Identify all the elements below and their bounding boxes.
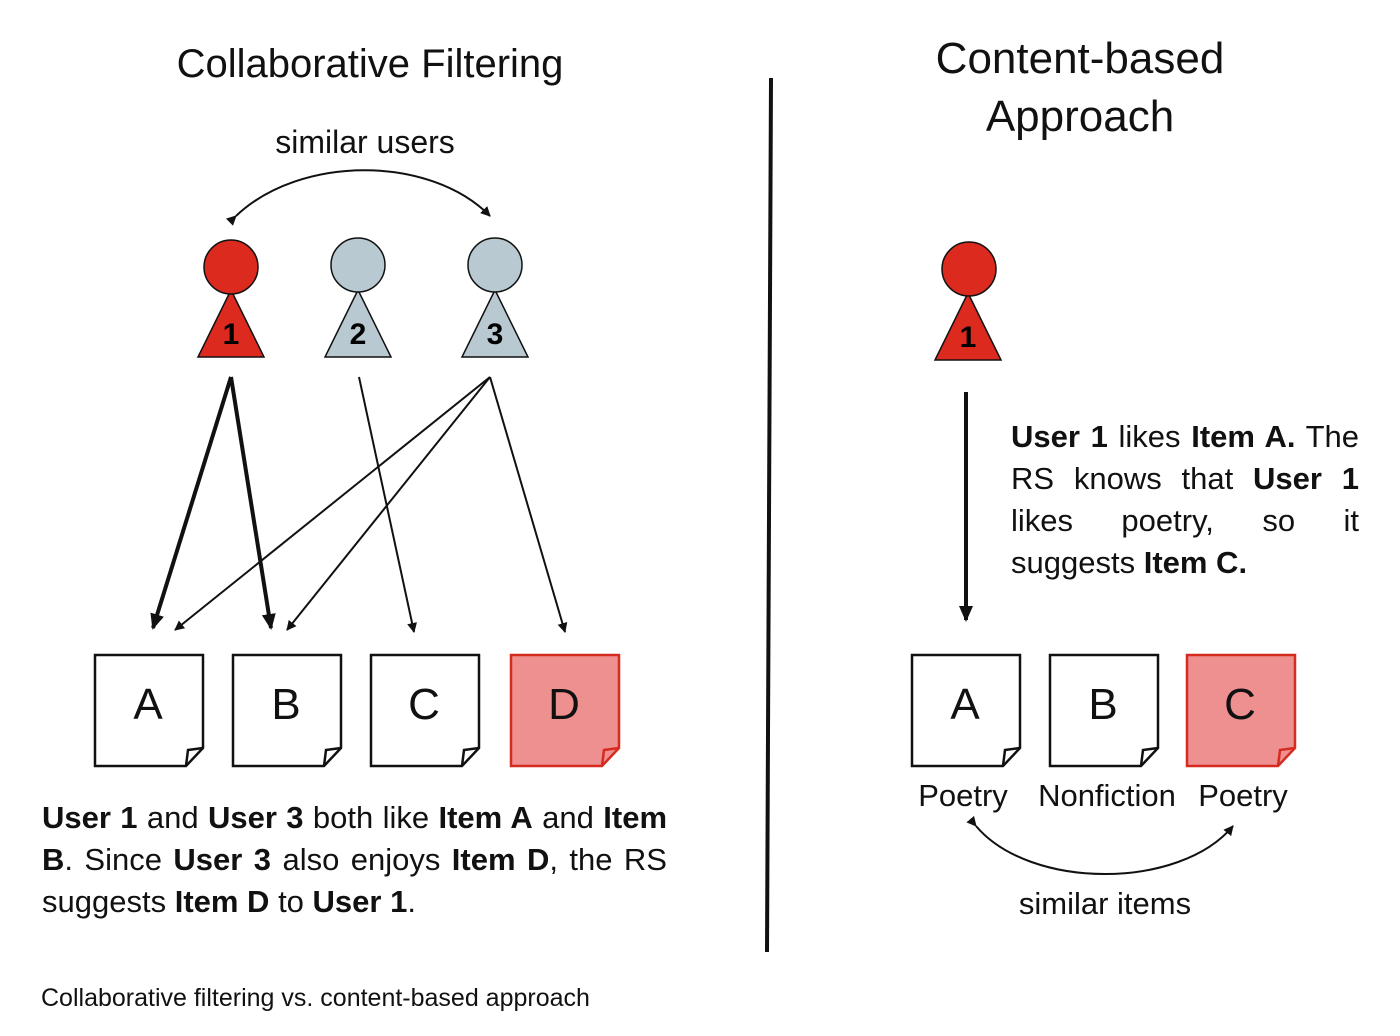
right-item-b-letter: B: [1088, 680, 1118, 729]
user-1-head: [203, 239, 259, 295]
arrow-user3-to-d: [489, 376, 568, 633]
user-1-number: 1: [223, 318, 240, 351]
right-explanation-segment: Item C.: [1143, 545, 1248, 580]
left-title: Collaborative Filtering: [176, 42, 564, 86]
right-item-b-category: Nonfiction: [1038, 778, 1176, 813]
right-user-head: [941, 241, 997, 297]
item-c-letter: C: [408, 680, 440, 729]
left-explanation-segment: also enjoys: [271, 842, 452, 877]
right-explanation-segment: The RS knows that: [1011, 419, 1359, 496]
left-explanation-segment: Item A: [438, 800, 533, 835]
item-b-letter: B: [271, 680, 301, 729]
left-explanation-segment: .: [407, 884, 416, 919]
right-item-a-doc: [910, 653, 1022, 768]
left-explanation-segment: to: [269, 884, 313, 919]
left-explanation-segment: User 3: [208, 800, 304, 835]
right-explanation-segment: likes: [1107, 419, 1192, 454]
right-explanation-segment: likes poetry, so it suggests: [1011, 503, 1359, 580]
user-2-figure: 2: [323, 237, 393, 358]
right-item-a-category: Poetry: [918, 778, 1008, 813]
user-3-figure: 3: [460, 237, 530, 358]
user-3-head: [467, 237, 523, 293]
similar-users-arc: [226, 169, 491, 226]
item-d-letter: D: [548, 680, 580, 729]
left-explanation-segment: both like: [303, 800, 439, 835]
left-explanation-segment: Item D: [174, 884, 270, 919]
right-user-1-figure: 1: [933, 241, 1003, 361]
item-d-doc: [509, 653, 621, 768]
left-explanation-segment: , the RS suggests: [42, 842, 667, 919]
left-explanation-segment: . Since: [64, 842, 174, 877]
arrow-user3-to-a: [174, 376, 491, 631]
item-c-doc: [369, 653, 481, 768]
user-1-body: [196, 288, 266, 358]
item-a-doc: [93, 653, 205, 768]
user-2-number: 2: [350, 318, 367, 351]
left-explanation-segment: and: [532, 800, 604, 835]
right-item-c-letter: C: [1224, 680, 1256, 729]
item-a-letter: A: [133, 680, 163, 729]
right-explanation: User 1 likes Item A. The RS knows that U…: [1011, 416, 1359, 584]
right-item-a-letter: A: [950, 680, 980, 729]
user-3-number: 3: [487, 318, 504, 351]
left-explanation: User 1 and User 3 both like Item A and I…: [42, 797, 667, 923]
user-3-body: [460, 288, 530, 358]
right-title: Content-based Approach: [860, 30, 1300, 146]
user-1-figure: 1: [196, 239, 266, 358]
arrow-user1-to-b: [229, 376, 276, 630]
left-explanation-segment: User 3: [173, 842, 272, 877]
right-item-b-doc: [1048, 653, 1160, 768]
right-explanation-segment: Item A.: [1191, 419, 1296, 454]
similar-items-label: similar items: [1018, 886, 1192, 921]
item-b-doc: [231, 653, 343, 768]
similar-users-label: similar users: [275, 124, 455, 160]
right-title-line1: Content-based: [935, 34, 1225, 83]
left-explanation-segment: Item D: [451, 842, 550, 877]
right-user-body: [933, 291, 1003, 361]
right-explanation-segment: User 1: [1011, 419, 1108, 454]
left-explanation-segment: Item B: [42, 800, 668, 877]
left-explanation-segment: User 1: [42, 800, 138, 835]
right-title-line2: Approach: [985, 92, 1175, 141]
left-explanation-segment: User 1: [312, 884, 408, 919]
right-item-c-doc: [1185, 653, 1297, 768]
left-explanation-segment: and: [137, 800, 208, 835]
divider-line: [765, 77, 773, 953]
figure-caption: Collaborative filtering vs. content-base…: [41, 984, 590, 1012]
right-item-c-category: Poetry: [1198, 778, 1288, 813]
user-2-body: [323, 288, 393, 358]
similar-items-arc: [966, 815, 1234, 875]
arrow-user3-to-b: [286, 376, 491, 631]
right-explanation-segment: User 1: [1253, 461, 1359, 496]
arrow-user1-to-a: [150, 376, 233, 630]
user-2-head: [330, 237, 386, 293]
right-user-number: 1: [960, 321, 977, 354]
